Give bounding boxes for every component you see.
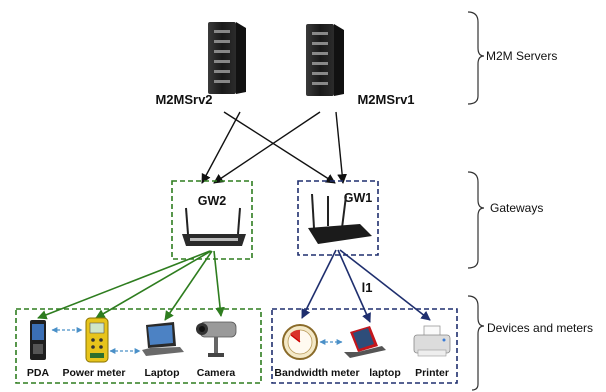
link-srv2-gw1 (223, 111, 336, 184)
link-gw1-laptop (337, 249, 371, 323)
device-pda-label: PDA (27, 367, 50, 379)
device-group-gw2 (15, 308, 262, 384)
wifi-router-icon (308, 193, 372, 244)
laptop-icon (344, 326, 386, 358)
link-gw2-camera (213, 250, 225, 317)
device-printer-label: Printer (415, 367, 449, 379)
server-gateway-links (201, 111, 348, 184)
device-laptop-gw1: laptop (344, 326, 401, 379)
printer-icon (413, 325, 451, 357)
wifi-router-icon (182, 207, 246, 246)
bracket-servers (467, 11, 485, 105)
server-tower-icon (306, 24, 344, 96)
bracket-devices (467, 295, 485, 391)
link-srv2-gw2 (201, 111, 241, 184)
link-label-l1: l1 (362, 280, 373, 295)
link-gw2-laptop (164, 250, 213, 321)
gateway-gw1-frame (297, 180, 379, 256)
server-srv1: M2MSrv1 (306, 24, 415, 107)
link-gw1-printer (339, 249, 431, 321)
device-camera-label: Camera (197, 367, 236, 379)
laptop-icon (142, 322, 184, 356)
tier-servers-label: M2M Servers (486, 49, 557, 63)
gateway-gw2-frame (171, 180, 253, 260)
device-laptop-gw1-label: laptop (369, 367, 401, 379)
device-pda: PDA (27, 320, 50, 379)
cctv-camera-icon (196, 321, 237, 357)
pda-icon (30, 320, 46, 360)
gateway-gw1: GW1 (297, 180, 379, 256)
tier-servers: M2M Servers (467, 11, 557, 105)
link-gw2-power-meter (95, 250, 212, 319)
link-srv1-gw2 (213, 111, 321, 184)
device-laptop-gw2-label: Laptop (145, 367, 180, 379)
gw2-peer-links (51, 327, 141, 354)
server-srv2-label: M2MSrv2 (155, 92, 212, 107)
server-srv2: M2MSrv2 (155, 22, 246, 107)
gw1-device-links (301, 249, 431, 323)
device-camera: Camera (196, 321, 237, 379)
device-power-meter: Power meter (62, 317, 126, 379)
tier-gateways: Gateways (467, 171, 543, 269)
device-power-meter-label: Power meter (62, 367, 125, 379)
gateway-gw2-label: GW2 (198, 194, 227, 208)
device-bandwidth-meter-label: Bandwidth meter (274, 367, 359, 379)
tier-devices-label: Devices and meters (487, 321, 593, 335)
server-tower-icon (208, 22, 246, 94)
device-laptop-gw2: Laptop (142, 322, 184, 379)
link-gw1-bandwidth-meter (301, 249, 337, 319)
device-printer: Printer (413, 325, 451, 379)
gateway-gw2: GW2 (171, 180, 253, 260)
tier-devices: Devices and meters (467, 295, 593, 391)
bracket-gateways (467, 171, 485, 269)
power-meter-icon (85, 317, 109, 363)
gauge-icon (282, 324, 318, 360)
server-srv1-label: M2MSrv1 (357, 92, 414, 107)
link-gw2-pda (37, 250, 211, 320)
tier-gateways-label: Gateways (490, 201, 543, 215)
gw2-device-links (37, 250, 225, 321)
device-bandwidth-meter: Bandwidth meter (274, 324, 360, 379)
link-srv1-gw1 (335, 111, 348, 184)
gateway-gw1-label: GW1 (344, 191, 373, 205)
